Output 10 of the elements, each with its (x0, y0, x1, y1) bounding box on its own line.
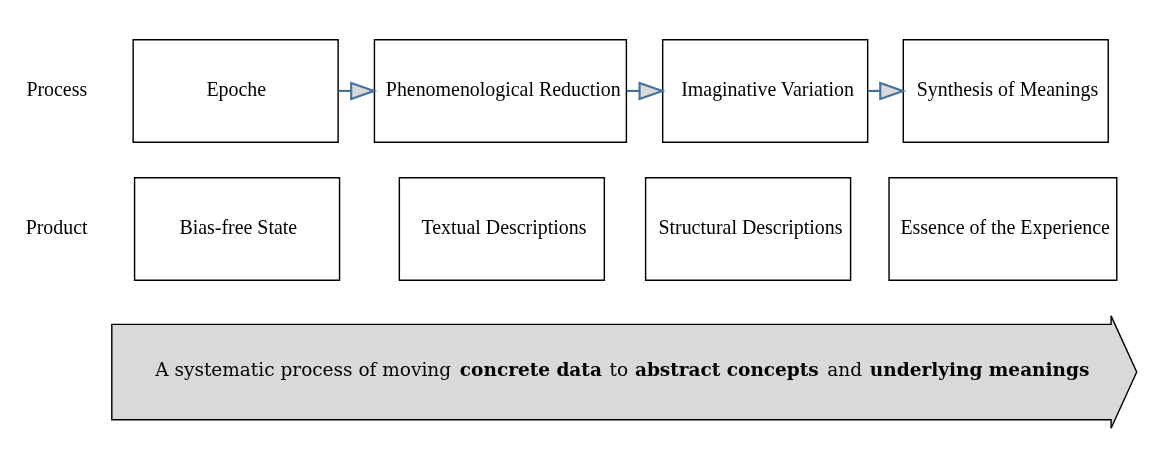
node-box: Structural Descriptions (644, 177, 852, 281)
node-box: Synthesis of Meanings (902, 39, 1109, 143)
label: Process (26, 78, 88, 101)
node-box: Epoche (132, 39, 339, 143)
label: Product (25, 216, 88, 239)
node-box: Imaginative Variation (662, 39, 869, 143)
node-box: Bias-free State (133, 177, 341, 281)
node-box: Essence of the Experience (888, 177, 1118, 281)
node-box: Textual Descriptions (398, 177, 606, 281)
node-box: Phenomenological Reduction (373, 39, 628, 143)
